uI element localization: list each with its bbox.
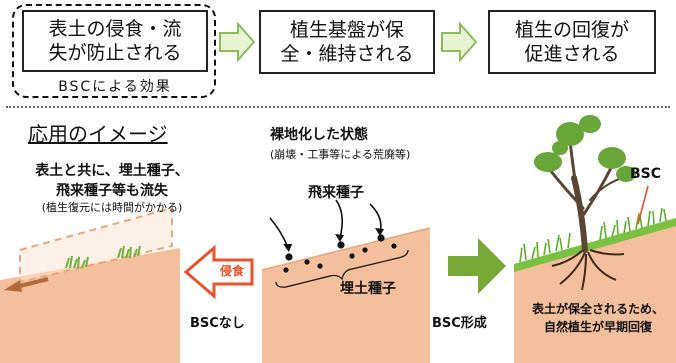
flow-box-3-line-2: 促進される <box>524 43 620 65</box>
left-eroded-layer <box>19 206 173 284</box>
result-line-2: 自然植生が早期回復 <box>543 320 652 334</box>
tree-roots <box>551 249 625 291</box>
section-separator <box>6 106 670 108</box>
middle-slope-panel <box>261 199 431 363</box>
left-note-subtext: (植生復元には時間がかかる) <box>41 201 183 214</box>
flow-box-1-caption: BSCによる効果 <box>58 79 172 95</box>
bsc-pointer-line <box>637 185 649 225</box>
left-note-line-2: 飛来種子等も流失 <box>56 183 168 199</box>
bsc-layer <box>514 218 676 272</box>
flow-arrow-1 <box>219 22 256 62</box>
bare-state-label: 裸地化した状態 <box>270 127 368 143</box>
flow-arrow-2 <box>441 22 478 62</box>
buried-seed-brace <box>275 249 409 288</box>
seed-drop-arrows <box>269 199 382 249</box>
flow-box-base-maintained: 植生基盤が保 全・維持される <box>259 10 435 74</box>
middle-soil <box>262 228 430 363</box>
flow-box-erosion-prevented: 表土の侵食・流 失が防止される <box>22 10 208 72</box>
bsc-formation-arrow <box>448 238 506 294</box>
right-grass <box>519 207 667 263</box>
soil-loss-arrow <box>4 277 49 292</box>
bsc-label: BSC <box>630 166 662 182</box>
left-slope-panel <box>0 206 180 363</box>
erosion-label: 侵食 <box>219 264 244 278</box>
tree-foliage <box>534 115 636 182</box>
flow-box-1-line-1: 表土の侵食・流 <box>48 18 182 40</box>
bsc-formation-label: BSC形成 <box>432 316 487 331</box>
flow-box-1-line-2: 失が防止される <box>48 42 182 64</box>
no-bsc-label: BSCなし <box>190 316 245 331</box>
seed-arrowheads <box>283 228 384 252</box>
flow-box-2-line-1: 植生基盤が保 <box>289 19 404 41</box>
flying-seeds-label: 飛来種子 <box>308 185 364 201</box>
bsc-effect-group <box>12 4 216 98</box>
seeds <box>283 234 397 273</box>
flow-box-3-line-1: 植生の回復が <box>514 19 629 41</box>
left-note-line-1: 表土と共に、埋土種子、 <box>35 163 189 179</box>
erosion-arrow <box>183 244 254 300</box>
bare-state-subtext: (崩壊・工事等による荒廃等) <box>270 148 411 161</box>
section-title: 応用のイメージ <box>28 122 168 146</box>
buried-seeds-label: 埋土種子 <box>340 281 396 297</box>
flow-box-vegetation-recovered: 植生の回復が 促進される <box>488 10 656 74</box>
flow-box-2-line-2: 全・維持される <box>280 43 414 65</box>
right-slope-panel <box>514 115 676 363</box>
left-lost-grass <box>65 245 141 269</box>
result-line-1: 表土が保全されるため、 <box>531 302 664 316</box>
